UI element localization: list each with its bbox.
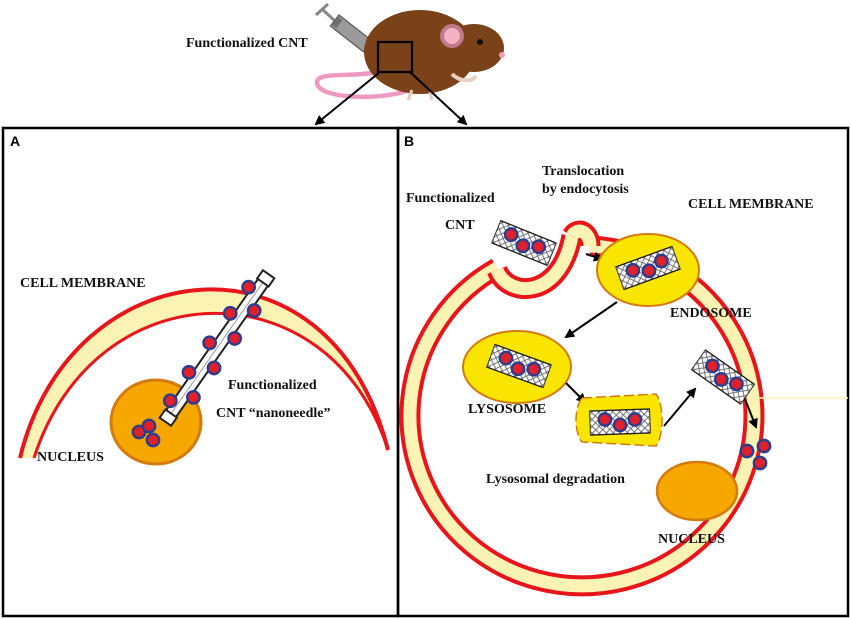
panel-b-endosome (596, 233, 700, 307)
panel-b-membrane-label: CELL MEMBRANE (688, 197, 814, 212)
mouse-icon (314, 10, 505, 101)
panel-b-degradation-label: Lysosomal degradation (486, 472, 625, 487)
panel-b-endosome-label: ENDOSOME (670, 306, 752, 321)
panel-b-translocation-line1: Translocation (542, 164, 624, 179)
panel-b-cnt-label-line2: CNT (445, 218, 475, 233)
panel-b-letter: B (404, 133, 414, 149)
panel-b-nucleus-label: NUCLEUS (658, 532, 725, 547)
panel-a-letter: A (10, 133, 20, 149)
panel-a-cnt-nanoneedle (158, 268, 276, 428)
panel-b-translocation-line2: by endocytosis (542, 182, 629, 197)
panel-b-nucleus (655, 460, 739, 522)
panel-b-frame (396, 126, 850, 618)
arrow-drug-release (744, 398, 758, 429)
arrow-to-lysosome (564, 301, 618, 339)
panel-b-cnt-label-line1: Functionalized (406, 191, 495, 206)
panel-a-cell-membrane (18, 287, 390, 459)
panel-b-cell-membrane (399, 220, 765, 597)
arrow-release (663, 387, 697, 427)
panel-a-membrane-label: CELL MEMBRANE (20, 276, 146, 291)
panel-a-cnt-label-line2: CNT “nanoneedle” (216, 406, 330, 421)
panel-a-cnt-label-line1: Functionalized (228, 378, 317, 393)
panel-b-cnt-entering (492, 221, 557, 266)
zoom-box (376, 40, 414, 74)
panel-b-degrading-lysosome (575, 393, 663, 447)
zoom-arrow-b (409, 71, 468, 126)
panel-a-nucleus-label: NUCLEUS (37, 450, 104, 465)
panel-b-lysosome (462, 330, 572, 404)
zoom-arrow-a (314, 71, 381, 126)
panel-b-lysosome-label: LYSOSOME (468, 402, 546, 417)
injection-label: Functionalized CNT (186, 36, 308, 51)
